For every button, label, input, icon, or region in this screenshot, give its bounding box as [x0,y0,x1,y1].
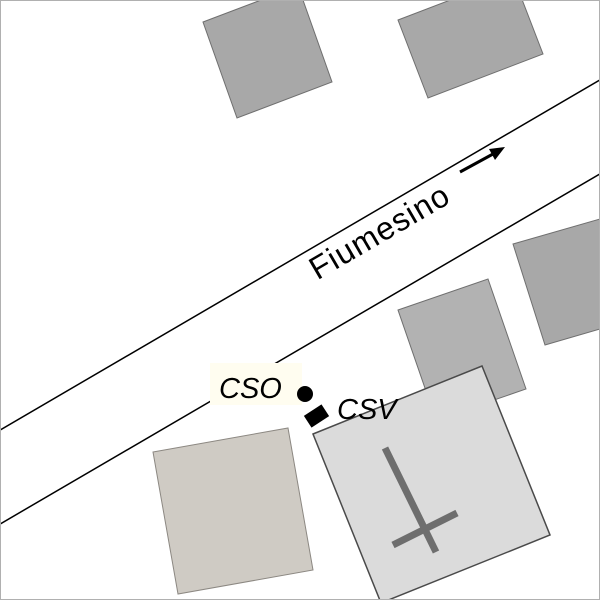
church-building [312,365,551,600]
arrow-shaft [459,152,494,174]
cross-bar [391,509,459,549]
building-bottom-left [152,427,314,595]
river-bank-line-upper [0,79,600,431]
building-top-right [397,0,544,99]
station-cso-label: CSO [219,373,282,405]
arrow-head [489,147,505,160]
building-top-left [202,0,333,119]
station-csv-square-marker [303,404,330,428]
cross-icon [381,446,459,554]
station-cso-dot-marker [297,386,313,402]
cso-label-background [210,363,302,405]
building-mid-right [397,278,527,421]
flow-direction-arrow-icon [459,147,505,174]
river-bank-line-lower [0,173,600,525]
cross-stem [381,446,440,554]
station-csv-label: CSV [337,394,399,426]
building-right-edge [512,218,600,346]
